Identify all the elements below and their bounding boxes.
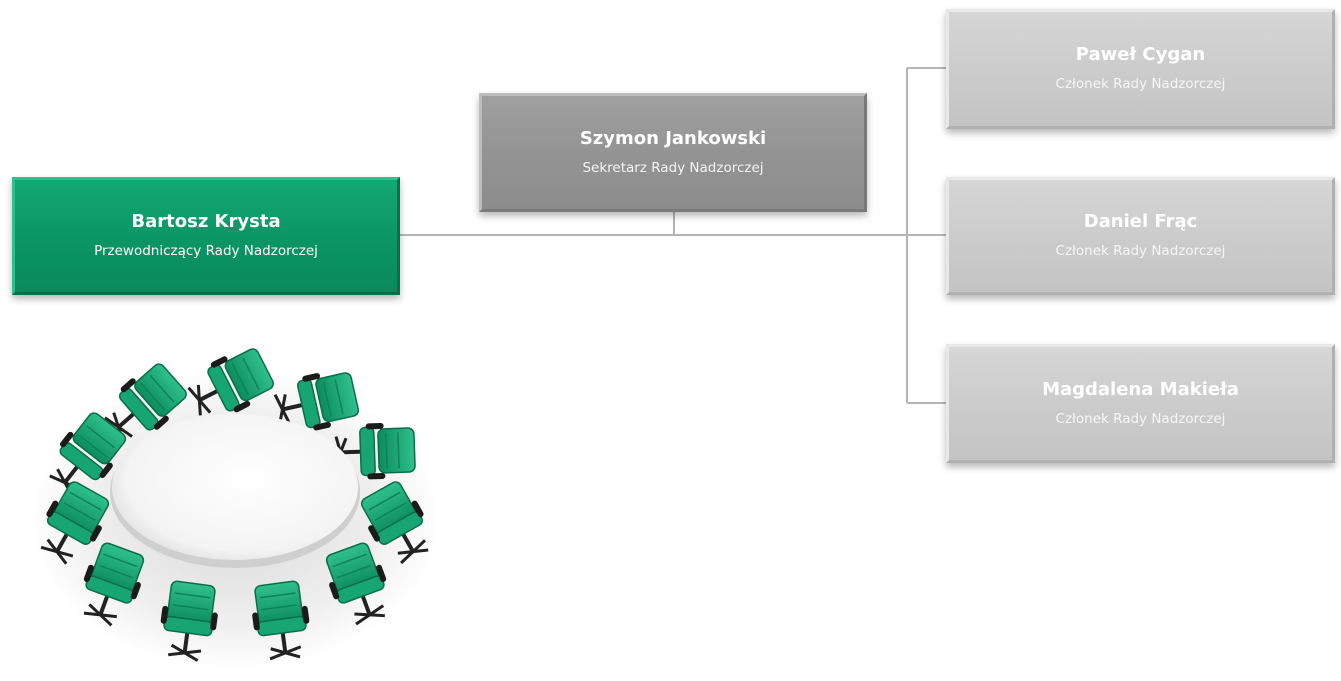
member-role: Członek Rady Nadzorczej	[1055, 76, 1226, 92]
member-role: Członek Rady Nadzorczej	[1055, 243, 1226, 259]
member-box: Magdalena Makieła Członek Rady Nadzorcze…	[946, 344, 1335, 463]
secretary-name: Szymon Jankowski	[579, 127, 767, 149]
secretary-role: Sekretarz Rady Nadzorczej	[582, 159, 764, 176]
table-top	[112, 414, 358, 560]
member-name: Daniel Frąc	[1083, 211, 1198, 232]
chairman-box: Bartosz Krysta Przewodniczący Rady Nadzo…	[12, 177, 400, 295]
chair-icon	[333, 422, 416, 480]
chair-icon	[104, 363, 187, 443]
chair-icon	[83, 542, 145, 627]
chair-icon	[40, 481, 110, 565]
member-role: Członek Rady Nadzorczej	[1055, 410, 1226, 427]
chairman-name: Bartosz Krysta	[131, 211, 281, 232]
chair-icon	[187, 348, 274, 416]
chairman-role: Przewodniczący Rady Nadzorczej	[94, 243, 318, 259]
round-table-illustration	[30, 348, 440, 670]
chair-icon	[325, 542, 387, 626]
member-box: Paweł Cygan Członek Rady Nadzorczej	[946, 9, 1335, 129]
chair-icon	[160, 580, 218, 662]
member-name: Magdalena Makieła	[1042, 378, 1239, 400]
member-box: Daniel Frąc Członek Rady Nadzorczej	[946, 177, 1335, 295]
chair-icon	[252, 580, 310, 661]
member-name: Paweł Cygan	[1075, 44, 1206, 65]
chair-icon	[360, 481, 429, 565]
secretary-box: Szymon Jankowski Sekretarz Rady Nadzorcz…	[479, 93, 867, 212]
